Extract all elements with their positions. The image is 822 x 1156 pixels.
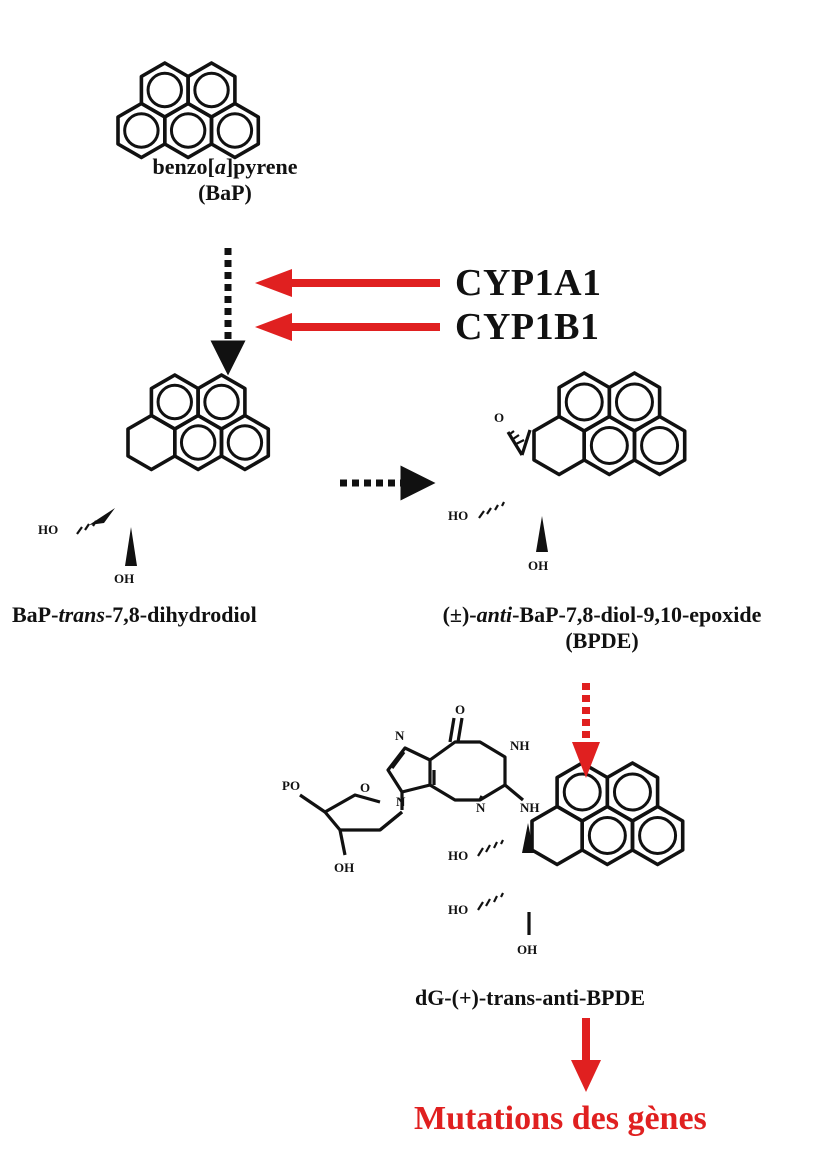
bpde-structure <box>534 373 685 475</box>
hash-bond <box>77 518 102 534</box>
benzene-ring <box>633 807 683 865</box>
enzyme-cyp1b1: CYP1B1 <box>455 306 600 348</box>
atom-n3: N <box>476 800 486 815</box>
atom-n9: N <box>396 794 406 809</box>
aromatic-circle <box>616 384 652 420</box>
atom-oh: OH <box>528 558 548 573</box>
atom-ho-2: HO <box>448 902 468 917</box>
atom-n7: N <box>395 728 405 743</box>
benzene-ring <box>212 104 259 158</box>
aromatic-circle <box>640 818 676 854</box>
hash-bond <box>479 502 504 518</box>
dg-bpde-adduct-structure <box>532 763 683 865</box>
epoxide-ring <box>508 430 530 455</box>
bap-label: benzo[a]pyrene (BaP) <box>152 154 298 205</box>
atom-o-ring: O <box>360 780 370 795</box>
wedge-bond <box>522 823 534 853</box>
benzene-ring <box>635 417 685 475</box>
atom-o-carbonyl: O <box>455 702 465 717</box>
atom-oh-sugar: OH <box>334 860 354 875</box>
bpde-label: (±)-anti-BaP-7,8-diol-9,10-epoxide (BPDE… <box>442 602 762 653</box>
adduct-label: dG-(+)-trans-anti-BPDE <box>414 985 646 1010</box>
aromatic-circle <box>171 114 204 147</box>
benzene-ring <box>222 416 269 470</box>
aromatic-circle <box>125 114 158 147</box>
arrow-bpde-to-adduct <box>572 683 600 778</box>
aromatic-circle <box>591 428 627 464</box>
atom-ho-1: HO <box>448 848 468 863</box>
arrow-cyp1a1 <box>255 269 440 297</box>
mutations-label: Mutations des gènes <box>414 1100 707 1137</box>
aromatic-circle <box>614 774 650 810</box>
atom-o-epoxide: O <box>494 410 504 425</box>
aromatic-circle <box>218 114 251 147</box>
atom-nh1: NH <box>510 738 530 753</box>
guanine-and-sugar <box>300 718 523 855</box>
arrow-cyp1b1 <box>255 313 440 341</box>
hash-bond <box>478 840 503 910</box>
wedge-bond <box>125 527 137 566</box>
wedge-bond <box>536 516 548 552</box>
aromatic-circle <box>148 73 181 106</box>
aromatic-circle <box>589 818 625 854</box>
atom-ho: HO <box>448 508 468 523</box>
atom-po: PO <box>282 778 300 793</box>
aromatic-circle <box>228 426 261 459</box>
atom-oh: OH <box>114 571 134 586</box>
aromatic-circle <box>195 73 228 106</box>
dihydrodiol-label: BaP-trans-7,8-dihydrodiol <box>12 602 257 627</box>
benzo-a-pyrene-structure <box>118 63 258 158</box>
wedge-bond <box>89 508 115 525</box>
arrow-adduct-to-mutations <box>571 1018 601 1092</box>
atom-oh-bottom: OH <box>517 942 537 957</box>
aromatic-circle <box>181 426 214 459</box>
atom-ho: HO <box>38 522 58 537</box>
aromatic-circle <box>205 385 238 418</box>
bap-trans-dihydrodiol-structure <box>128 375 268 470</box>
atom-nh-link: NH <box>520 800 540 815</box>
aromatic-circle <box>564 774 600 810</box>
hash-bond <box>510 431 524 444</box>
aromatic-circle <box>566 384 602 420</box>
enzyme-cyp1a1: CYP1A1 <box>455 262 602 304</box>
aromatic-circle <box>642 428 678 464</box>
aromatic-circle <box>158 385 191 418</box>
